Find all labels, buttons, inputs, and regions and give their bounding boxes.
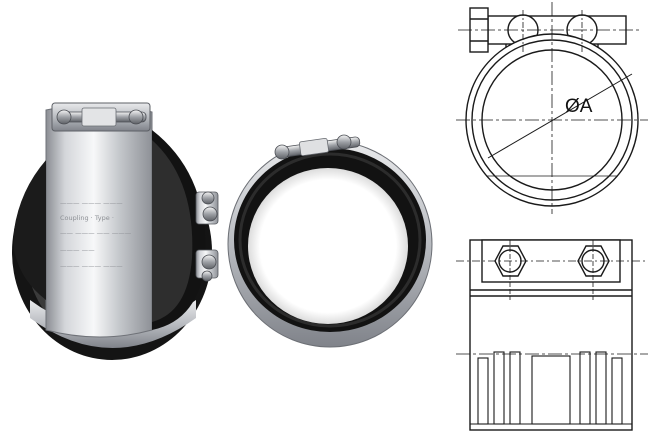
drawing-diameter-line <box>487 73 633 159</box>
drawing-side-view <box>456 239 648 431</box>
svg-text:Coupling · Type ·: Coupling · Type · <box>60 214 114 222</box>
left-clamp-lower-rim <box>30 300 196 348</box>
drawing-front-view <box>456 2 648 214</box>
svg-text:——— ——— ———: ——— ——— ——— <box>60 262 123 270</box>
center-clamp-top-bolt <box>274 134 361 160</box>
svg-text:—— ——— —— ———: —— ——— —— ——— <box>60 229 132 237</box>
drawing-gasket-ribs <box>470 351 632 425</box>
technical-drawing: ØA <box>456 2 648 431</box>
left-clamp-engraving: ——— ——— ——— Coupling · Type · —— ——— —— … <box>60 199 132 270</box>
left-clamp-photo: ——— ——— ——— Coupling · Type · —— ——— —— … <box>12 102 219 360</box>
svg-text:——— ——— ———: ——— ——— ——— <box>60 199 123 207</box>
center-clamp-photo <box>227 134 433 348</box>
center-clamp-opening <box>248 168 408 324</box>
diameter-label: ØA <box>565 96 593 117</box>
svg-text:——— ——: ——— —— <box>60 246 95 254</box>
left-clamp-side-bolts <box>195 191 219 282</box>
